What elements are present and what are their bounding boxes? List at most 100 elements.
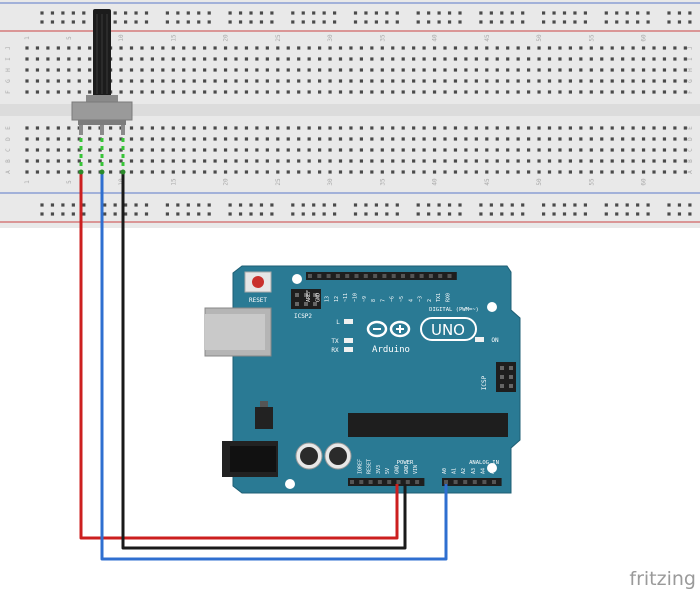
- terminal-hole[interactable]: [600, 148, 604, 152]
- terminal-hole[interactable]: [318, 148, 322, 152]
- rail-hole[interactable]: [291, 11, 295, 15]
- rail-hole[interactable]: [636, 20, 640, 24]
- terminal-hole[interactable]: [150, 90, 154, 94]
- terminal-hole[interactable]: [67, 46, 71, 50]
- terminal-hole[interactable]: [161, 159, 165, 163]
- terminal-hole[interactable]: [265, 137, 269, 141]
- terminal-hole[interactable]: [88, 170, 92, 174]
- terminal-hole[interactable]: [77, 68, 81, 72]
- terminal-hole[interactable]: [129, 68, 134, 72]
- terminal-hole[interactable]: [255, 46, 259, 50]
- terminal-hole[interactable]: [527, 126, 531, 130]
- rail-hole[interactable]: [385, 212, 389, 216]
- terminal-hole[interactable]: [683, 90, 687, 94]
- terminal-hole[interactable]: [318, 46, 322, 50]
- terminal-hole[interactable]: [161, 170, 165, 174]
- terminal-hole[interactable]: [297, 137, 301, 141]
- terminal-hole[interactable]: [370, 68, 374, 72]
- terminal-hole[interactable]: [401, 57, 405, 61]
- rail-hole[interactable]: [301, 203, 305, 207]
- rail-hole[interactable]: [82, 20, 86, 24]
- terminal-hole[interactable]: [338, 170, 343, 174]
- terminal-hole[interactable]: [161, 148, 165, 152]
- terminal-hole[interactable]: [422, 159, 426, 163]
- terminal-hole[interactable]: [161, 79, 165, 83]
- rail-hole[interactable]: [427, 20, 431, 24]
- terminal-hole[interactable]: [453, 68, 458, 72]
- terminal-hole[interactable]: [568, 90, 572, 94]
- rail-hole[interactable]: [333, 20, 337, 24]
- terminal-hole[interactable]: [516, 126, 520, 130]
- terminal-hole[interactable]: [223, 159, 228, 163]
- terminal-hole[interactable]: [244, 79, 249, 83]
- terminal-hole[interactable]: [67, 159, 71, 163]
- terminal-hole[interactable]: [338, 68, 343, 72]
- terminal-hole[interactable]: [67, 57, 71, 61]
- terminal-hole[interactable]: [443, 170, 447, 174]
- rail-hole[interactable]: [186, 20, 190, 24]
- header-pin[interactable]: [391, 274, 396, 278]
- terminal-hole[interactable]: [234, 68, 238, 72]
- rail-hole[interactable]: [625, 20, 629, 24]
- terminal-hole[interactable]: [25, 159, 29, 163]
- rail-hole[interactable]: [615, 203, 619, 207]
- terminal-hole[interactable]: [516, 79, 520, 83]
- terminal-hole[interactable]: [495, 170, 499, 174]
- terminal-hole[interactable]: [286, 159, 290, 163]
- rail-hole[interactable]: [176, 203, 180, 207]
- rail-hole[interactable]: [374, 11, 378, 15]
- terminal-hole[interactable]: [150, 46, 154, 50]
- rail-hole[interactable]: [521, 11, 525, 15]
- terminal-hole[interactable]: [67, 137, 71, 141]
- terminal-hole[interactable]: [600, 126, 604, 130]
- terminal-hole[interactable]: [182, 90, 186, 94]
- terminal-hole[interactable]: [286, 46, 290, 50]
- rail-hole[interactable]: [542, 20, 546, 24]
- terminal-hole[interactable]: [453, 79, 458, 83]
- header-pin[interactable]: [482, 480, 487, 484]
- icsp2-pin[interactable]: [295, 293, 299, 297]
- terminal-hole[interactable]: [359, 126, 363, 130]
- rail-hole[interactable]: [646, 203, 650, 207]
- terminal-hole[interactable]: [579, 90, 583, 94]
- rail-hole[interactable]: [636, 11, 640, 15]
- rail-hole[interactable]: [333, 11, 337, 15]
- rail-hole[interactable]: [385, 11, 389, 15]
- terminal-hole[interactable]: [568, 126, 572, 130]
- terminal-hole[interactable]: [349, 90, 353, 94]
- rail-hole[interactable]: [583, 20, 587, 24]
- rail-hole[interactable]: [61, 212, 65, 216]
- terminal-hole[interactable]: [589, 170, 593, 174]
- terminal-hole[interactable]: [286, 79, 290, 83]
- icsp-pin[interactable]: [509, 375, 513, 379]
- rail-hole[interactable]: [500, 20, 504, 24]
- rail-hole[interactable]: [134, 212, 138, 216]
- terminal-hole[interactable]: [579, 137, 583, 141]
- rail-hole[interactable]: [312, 20, 316, 24]
- terminal-hole[interactable]: [621, 68, 625, 72]
- terminal-hole[interactable]: [380, 68, 384, 72]
- terminal-hole[interactable]: [422, 148, 426, 152]
- terminal-hole[interactable]: [641, 148, 646, 152]
- header-pin[interactable]: [363, 274, 368, 278]
- terminal-hole[interactable]: [610, 90, 614, 94]
- terminal-hole[interactable]: [161, 68, 165, 72]
- rail-hole[interactable]: [61, 11, 65, 15]
- rail-hole[interactable]: [688, 203, 692, 207]
- rail-hole[interactable]: [374, 20, 378, 24]
- terminal-hole[interactable]: [516, 90, 520, 94]
- terminal-hole[interactable]: [109, 148, 113, 152]
- terminal-hole[interactable]: [380, 126, 384, 130]
- terminal-hole[interactable]: [401, 148, 405, 152]
- rail-hole[interactable]: [500, 203, 504, 207]
- terminal-hole[interactable]: [286, 68, 290, 72]
- terminal-hole[interactable]: [547, 79, 552, 83]
- terminal-hole[interactable]: [401, 126, 405, 130]
- terminal-hole[interactable]: [412, 46, 416, 50]
- terminal-hole[interactable]: [182, 170, 186, 174]
- terminal-hole[interactable]: [673, 90, 677, 94]
- terminal-hole[interactable]: [453, 126, 458, 130]
- terminal-hole[interactable]: [150, 148, 154, 152]
- terminal-hole[interactable]: [56, 137, 60, 141]
- rail-hole[interactable]: [646, 212, 650, 216]
